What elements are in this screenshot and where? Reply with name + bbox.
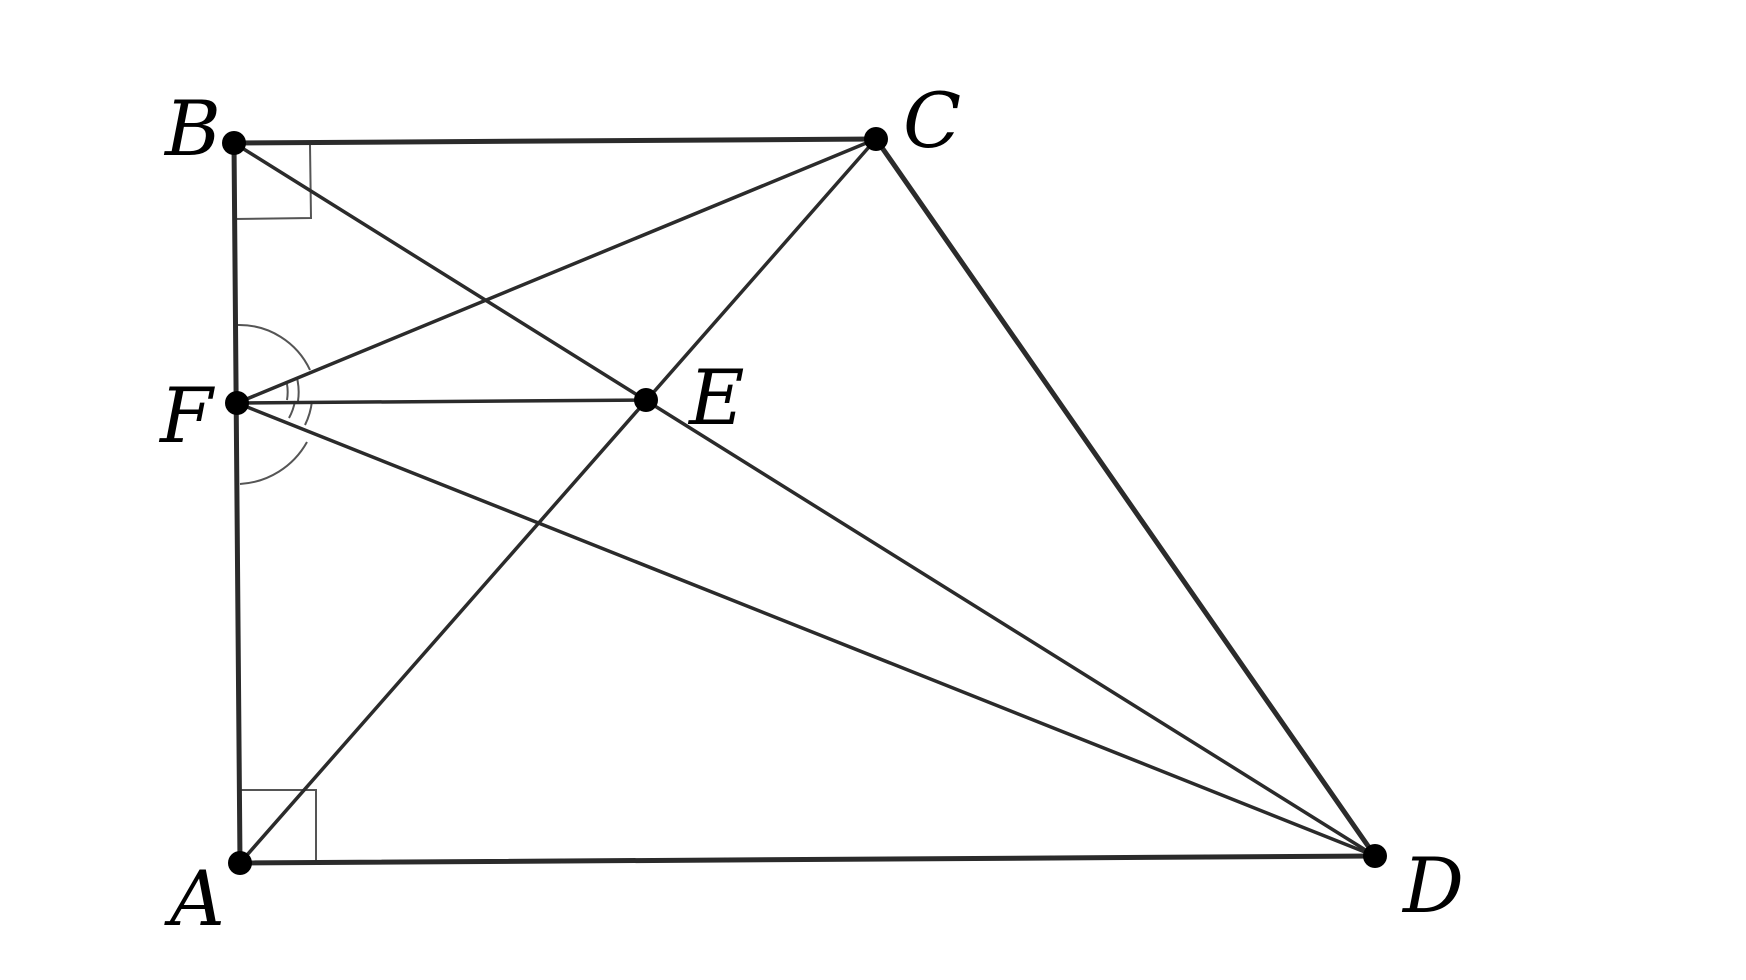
point-f [225, 391, 249, 415]
label-c: C [903, 76, 961, 165]
point-c [864, 127, 888, 151]
segment-ac [238, 137, 878, 865]
angle-arc-bfc [237, 323, 311, 371]
segment-ad [237, 853, 1378, 866]
segment-ab [231, 140, 243, 866]
label-a: A [164, 854, 225, 943]
right-angle-mark-a [240, 789, 317, 865]
right-angle-mark-b [233, 144, 313, 220]
segment-bd [232, 141, 1377, 858]
angle-arc-efd-outer [304, 400, 313, 426]
angle-arc-cfe-inner [286, 383, 289, 401]
segment-cd [873, 136, 1378, 859]
label-b: B [163, 84, 221, 173]
angle-arc-cfe-outer [296, 377, 300, 402]
point-e [634, 388, 658, 412]
label-e: E [687, 353, 744, 442]
label-d: D [1401, 841, 1464, 930]
segment-bc [231, 136, 879, 146]
label-f: F [158, 371, 215, 460]
point-d [1363, 844, 1387, 868]
angle-arc-dfa [239, 441, 308, 485]
point-a [228, 851, 252, 875]
point-b [222, 131, 246, 155]
segment-fc [235, 137, 878, 405]
segment-fd [235, 401, 1377, 858]
segment-fe [235, 398, 648, 405]
